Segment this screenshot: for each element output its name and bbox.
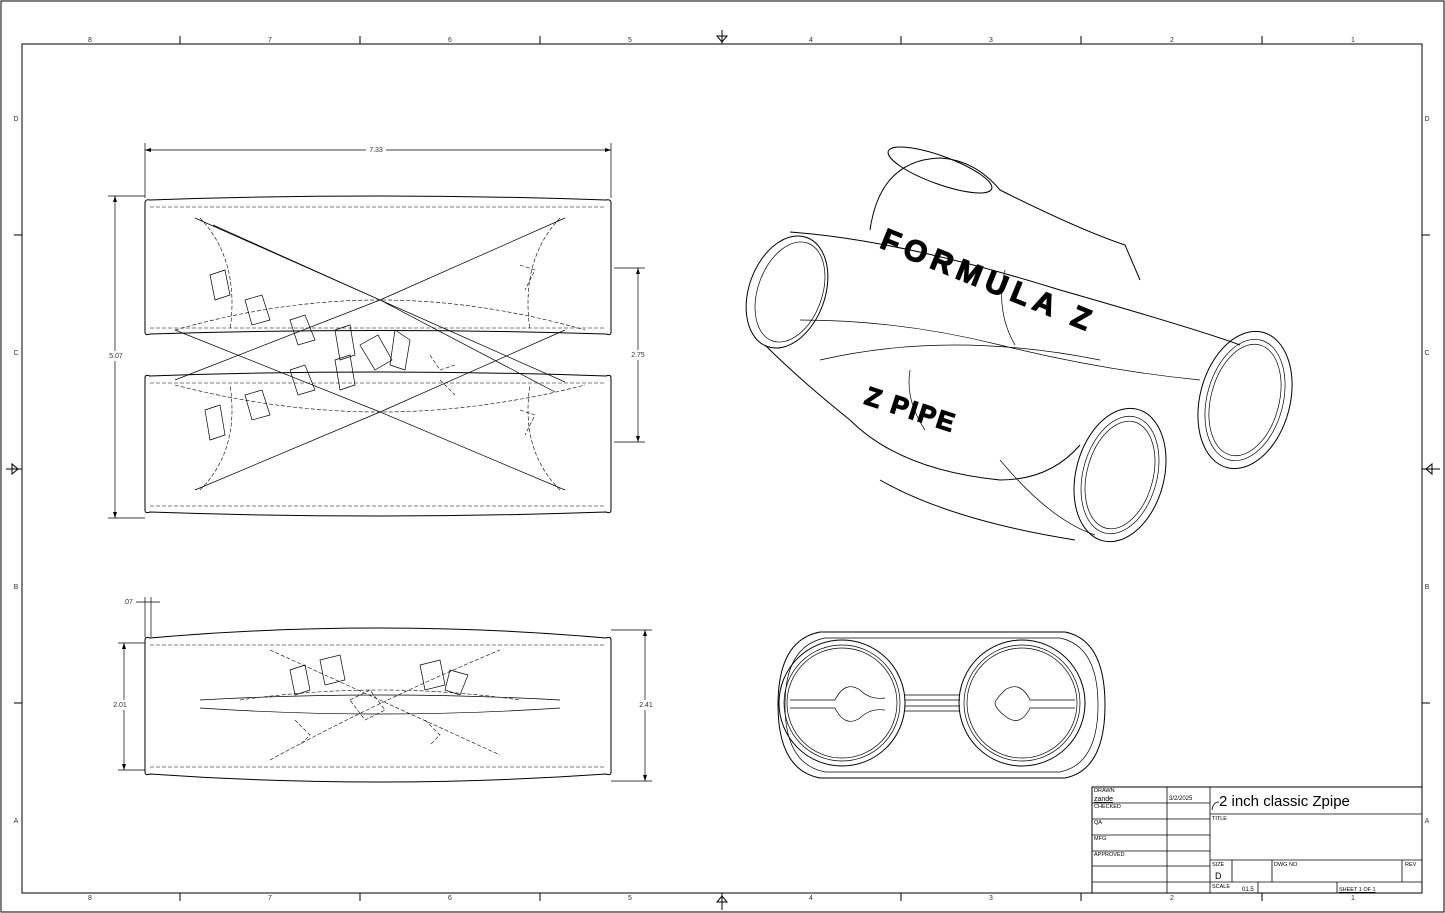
drawn-label: DRAWN xyxy=(1094,788,1115,794)
sheet-label: SHEET 1 OF 1 xyxy=(1339,887,1376,893)
checked-label: CHECKED xyxy=(1094,804,1121,810)
dimension-thickness: .07 xyxy=(123,599,133,606)
dwg-no-label: DWG NO xyxy=(1274,862,1298,868)
zone-label: B xyxy=(14,584,19,591)
zone-label: 5 xyxy=(628,895,632,902)
front-view xyxy=(777,631,1106,779)
zone-label: D xyxy=(13,116,18,123)
zone-label: D xyxy=(1424,116,1429,123)
zone-label: 1 xyxy=(1351,895,1355,902)
zone-label: 7 xyxy=(268,895,272,902)
drawing-title: 2 inch classic Zpipe xyxy=(1219,793,1350,810)
side-view: .07 2.01 2.41 xyxy=(110,597,656,783)
zone-label: C xyxy=(13,350,18,357)
engraving-formula-z: FORMULA Z xyxy=(876,223,1101,340)
approved-label: APPROVED xyxy=(1094,852,1125,858)
zone-ticks xyxy=(14,36,1430,901)
qa-label: QA xyxy=(1094,820,1102,826)
top-view: 7.33 5.07 2.75 xyxy=(106,143,648,519)
zone-label: 1 xyxy=(1351,37,1355,44)
scale-value: 01.5 xyxy=(1242,887,1254,893)
zone-label: 2 xyxy=(1170,37,1174,44)
scale-label: SCALE xyxy=(1212,884,1230,890)
zone-label: 8 xyxy=(88,37,92,44)
zone-label: 2 xyxy=(1170,895,1174,902)
dimension-left-height: 2.01 xyxy=(113,702,127,709)
zone-label: C xyxy=(1424,350,1429,357)
drawn-date: 3/2/2025 xyxy=(1169,796,1193,802)
zone-label: 4 xyxy=(809,37,813,44)
zone-label: A xyxy=(14,818,19,825)
engraving-z-pipe: Z PIPE xyxy=(861,381,960,439)
size-value: D xyxy=(1215,871,1222,881)
zone-label: 3 xyxy=(989,895,993,902)
rev-label: REV xyxy=(1405,862,1417,868)
zone-label: 7 xyxy=(268,37,272,44)
size-label: SIZE xyxy=(1212,862,1225,868)
mfg-label: MFG xyxy=(1094,836,1106,842)
zone-label: 6 xyxy=(448,895,452,902)
zone-label: 4 xyxy=(809,895,813,902)
dimension-length: 7.33 xyxy=(369,147,383,154)
dimension-height: 5.07 xyxy=(109,353,123,360)
title-block: DRAWN zande 3/2/2025 CHECKED QA MFG APPR… xyxy=(1091,786,1423,894)
zone-label: 5 xyxy=(628,37,632,44)
title-label: TITLE xyxy=(1212,816,1227,822)
zone-labels: 8 7 6 5 4 3 2 1 8 7 6 5 4 3 2 1 D C B A … xyxy=(13,37,1429,902)
drawn-by: zande xyxy=(1094,796,1113,803)
zone-label: B xyxy=(1425,584,1430,591)
dimension-spacing: 2.75 xyxy=(631,352,645,359)
centering-arrows xyxy=(6,30,1440,910)
drawing-frame xyxy=(21,43,1423,894)
dimension-right-height: 2.41 xyxy=(639,702,653,709)
iso-view: FORMULA Z Z PIPE xyxy=(745,146,1293,543)
zone-label: 3 xyxy=(989,37,993,44)
zone-label: A xyxy=(1425,818,1430,825)
zone-label: 6 xyxy=(448,37,452,44)
zone-label: 8 xyxy=(88,895,92,902)
